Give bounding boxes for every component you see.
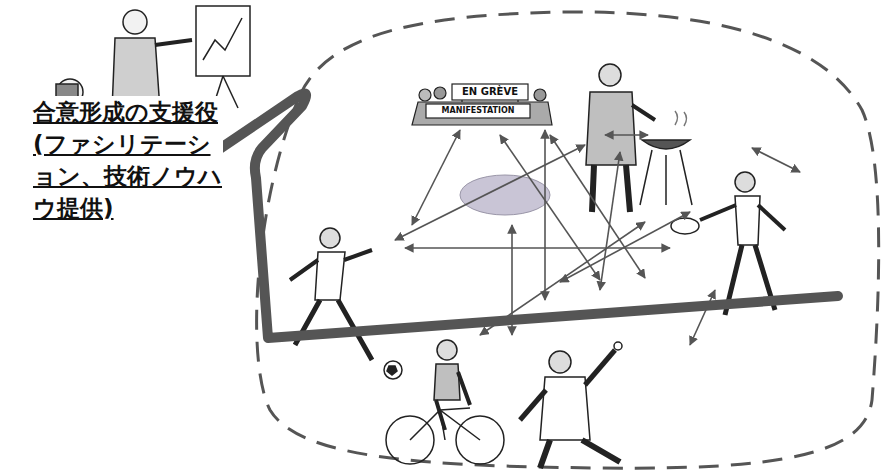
tennis-clipart <box>671 172 785 315</box>
cyclist-clipart <box>386 340 504 464</box>
center-ellipse <box>460 175 550 215</box>
dashed-region <box>257 12 879 468</box>
soccer-clipart <box>290 228 402 379</box>
role-label: 合意形成の支援役(ファシリテーション、技術ノウハウ提供) <box>33 96 223 224</box>
banner-text: EN GRÈVE <box>452 85 528 99</box>
protest-clipart <box>412 84 552 125</box>
barbecue-clipart <box>586 64 692 212</box>
pitcher-clipart <box>520 342 622 468</box>
process-line <box>218 94 838 338</box>
banner-text: MANIFESTATION <box>426 105 530 117</box>
